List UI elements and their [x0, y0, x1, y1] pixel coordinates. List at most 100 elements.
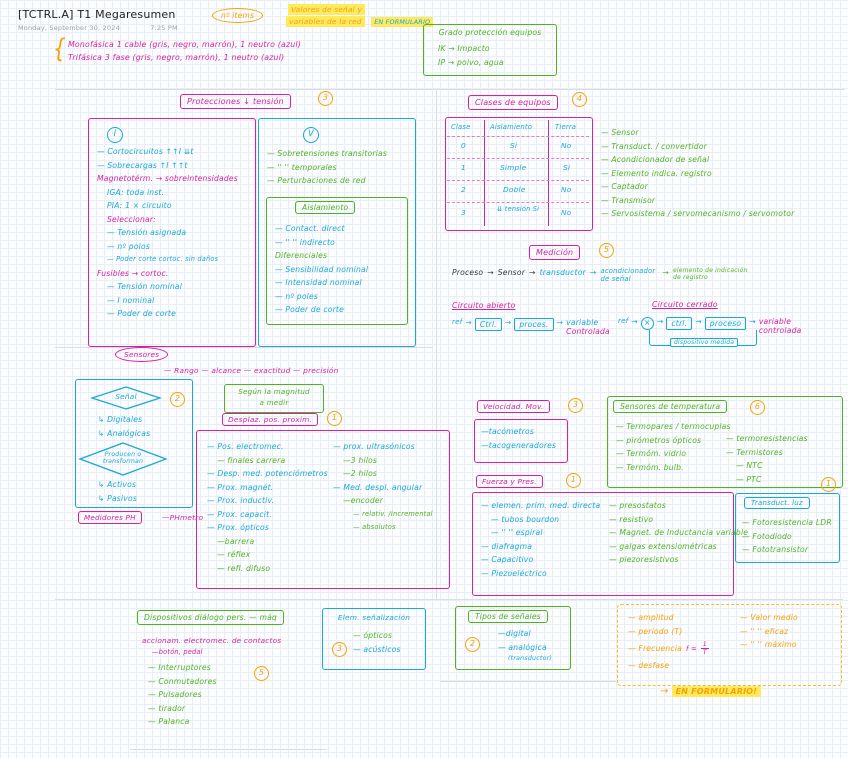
- hmi-devices-list: — Interruptores— Conmutadores— Pulsadore…: [148, 661, 217, 729]
- note-line: — Acondicionador de señal: [601, 155, 710, 164]
- note-line: — tubos bourdon: [491, 514, 560, 524]
- item-count-badge: 2: [170, 392, 185, 407]
- note-line: — Pulsadores: [148, 690, 202, 699]
- controller-box: ctrl.: [666, 317, 693, 330]
- note-line: —encoder: [343, 496, 384, 505]
- note-line: — Prox. inductiv.: [207, 496, 275, 505]
- table-row-line: [447, 136, 589, 137]
- signaling-title: Elem. señalización: [337, 613, 411, 622]
- note-line: — Perturbaciones de red: [267, 176, 366, 185]
- table-cell: Si: [563, 163, 571, 172]
- signal-diamond-label: Señal: [115, 392, 137, 401]
- note-line: — ópticos: [353, 631, 393, 640]
- displacement-box: — Pos. electromec.— finales carrera— Des…: [196, 430, 450, 589]
- note-line: — resistivo: [609, 514, 654, 524]
- note-line: — Sobretensiones transitorias: [267, 149, 388, 158]
- note-line: — Tensión nominal: [107, 282, 183, 291]
- chain-step: Proceso: [452, 268, 484, 277]
- closed-loop-label: Circuito cerrado: [652, 300, 718, 309]
- note-line: — Sensibilidad nominal: [275, 264, 369, 274]
- output-word: variable: [566, 318, 599, 327]
- formulario-stamp: → EN FORMULARIO!: [660, 686, 762, 697]
- produce-diamond-label: Producen o transforman: [78, 451, 168, 465]
- voltage-protections-box: V — Sobretensiones transitorias— '' '' t…: [258, 118, 416, 347]
- item-count-badge: 1: [821, 477, 836, 492]
- note-line: — Valor medio: [740, 613, 798, 622]
- note-formulario-ref: EN FORMULARIO: [371, 17, 434, 27]
- force-col1: — elemen. prim. med. directa — tubos bour…: [481, 499, 600, 580]
- equipment-classes-table: Clase Aislamiento Tierra 0 Si No 1 Simpl…: [445, 117, 593, 231]
- table-row-line: [447, 202, 589, 203]
- by-magnitude-line: Según la magnitud: [238, 387, 310, 396]
- note-line: — período (T): [628, 626, 683, 636]
- note-line: — Termistores: [726, 447, 783, 457]
- speed-title: Velocidad. Mov.: [477, 400, 550, 413]
- note-line: ↳ Analógicas: [98, 428, 151, 438]
- note-line: — piezoresistivos: [609, 555, 679, 564]
- table-cell: 3: [461, 208, 466, 217]
- note-line: — Termopares / termocuplas: [616, 422, 731, 431]
- protection-grade-title: Grado protección equipos: [438, 28, 542, 37]
- signal-values-note-line1: Valores de señal y: [288, 4, 366, 15]
- note-line: — analógica: [498, 642, 547, 652]
- column-header: Aislamiento: [490, 123, 533, 131]
- fraction-numerator: 1: [702, 641, 707, 648]
- temperature-box: Sensores de temperatura 6 — Termopares /…: [607, 396, 843, 488]
- signal-values-col2: — Valor medio— '' '' eficaz— '' '' máxim…: [740, 611, 798, 652]
- monophase-note: Monofásica 1 cable (gris, negro, marrón)…: [68, 40, 301, 49]
- note-line: IK → Impacto: [438, 44, 490, 53]
- note-line: ↳ Activos: [98, 480, 137, 489]
- signal-values-note-line2: variables de la red EN FORMULARIO: [286, 16, 434, 27]
- reference-label: ref: [452, 318, 463, 326]
- sensors-oval-title: Sensores: [115, 347, 169, 362]
- note-line: — Prox. magnét.: [207, 482, 274, 492]
- hmi-sub-note-2: —botón, pedal: [152, 648, 203, 656]
- arrow-right-icon: →: [529, 268, 536, 277]
- output-word: controlada: [758, 326, 802, 335]
- frequency-line: — Frecuencia f = 1 T: [628, 641, 709, 656]
- note-line: — '' '' indirecto: [275, 237, 336, 247]
- by-magnitude-line: a medir: [259, 398, 289, 407]
- arrow-right-icon: →: [662, 268, 670, 277]
- frequency-eq: f =: [685, 644, 697, 653]
- insulation-title: Aislamiento: [295, 201, 356, 214]
- note-line: — Pos. electromec.: [207, 442, 284, 451]
- chain-step: transductor: [539, 268, 586, 277]
- note-line: — diafragma: [481, 541, 533, 551]
- note-line: — Fotoresistencia LDR: [742, 518, 832, 527]
- note-line: — elemen. prim. med. directa: [481, 501, 601, 510]
- temperature-title: Sensores de temperatura: [613, 400, 728, 413]
- light-transducers-list: — Fotoresistencia LDR— Fotodiodo— Fototr…: [742, 516, 832, 557]
- n-items-note: nº items: [212, 8, 264, 23]
- note-line: PIA: 1 × circuito: [107, 201, 172, 210]
- item-count-badge: 6: [750, 400, 765, 415]
- note-line: Fusibles → cortoc.: [97, 268, 169, 278]
- diamond-word: Producen o: [104, 451, 142, 458]
- note-line: — Piezoeléctrico: [481, 568, 547, 578]
- closed-loop-diagram: ref → × → ctrl. → proceso → variable con…: [618, 317, 801, 335]
- output-word: Controlada: [566, 327, 610, 336]
- note-line: Diferenciales: [275, 251, 328, 260]
- table-row-line: [447, 158, 589, 159]
- note-line: — Fotodiodo: [742, 531, 792, 541]
- note-line: — refl. difuso: [217, 563, 271, 573]
- signal-values-col1: — amplitud— período (T): [628, 611, 682, 638]
- signal-types-list: —digital— analógica: [498, 627, 547, 654]
- diamond-shape: [78, 442, 168, 476]
- current-protections-list: — Cortocircuitos ↑↑I ⇊t— Sobrecargas ↑I …: [97, 145, 238, 321]
- note-line: Seleccionar:: [107, 214, 156, 224]
- transducer-note: (transductor): [508, 655, 553, 662]
- table-cell: Si: [510, 141, 518, 150]
- brace-icon: {: [53, 32, 66, 64]
- note-time: 7:25 PM: [150, 24, 178, 32]
- protections-title: Protecciones ↓ tensión: [180, 94, 291, 109]
- item-count-badge: 1: [566, 473, 581, 488]
- table-cell: No: [561, 185, 572, 194]
- open-loop-label: Circuito abierto: [452, 301, 516, 310]
- temperature-col2: — termoresistencias— Termistores— NTC— P…: [726, 432, 808, 486]
- note-line: — Elemento indica. registro: [601, 168, 712, 178]
- speed-list: —tacómetros—tacogeneradores: [481, 425, 556, 452]
- note-line: — '' '' máximo: [740, 640, 797, 649]
